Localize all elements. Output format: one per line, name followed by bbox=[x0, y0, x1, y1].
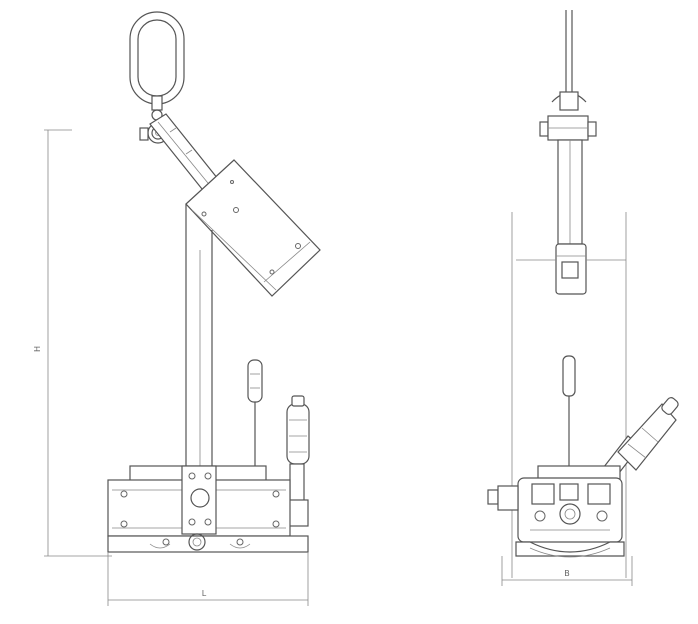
tilted-plate bbox=[185, 159, 321, 297]
front-vertical-lever bbox=[562, 355, 576, 466]
front-swivel bbox=[539, 115, 597, 141]
lifting-eye bbox=[129, 11, 185, 121]
front-mast bbox=[557, 139, 583, 245]
width-dimension-label: B bbox=[564, 569, 570, 578]
vertical-mast bbox=[185, 204, 213, 466]
front-base bbox=[487, 465, 625, 558]
front-envelope bbox=[511, 212, 627, 578]
front-lifting-eye bbox=[551, 10, 587, 111]
length-dimension-label: L bbox=[202, 589, 207, 598]
front-handle bbox=[286, 395, 310, 527]
front-dimensions bbox=[501, 556, 633, 586]
front-lower-plate bbox=[516, 243, 626, 295]
height-dimension-label: H bbox=[33, 346, 42, 352]
vertical-lever bbox=[247, 359, 263, 466]
mounting-plate bbox=[181, 465, 217, 551]
side-dimensions bbox=[44, 129, 309, 606]
side-view bbox=[44, 11, 321, 606]
front-view bbox=[487, 10, 679, 586]
